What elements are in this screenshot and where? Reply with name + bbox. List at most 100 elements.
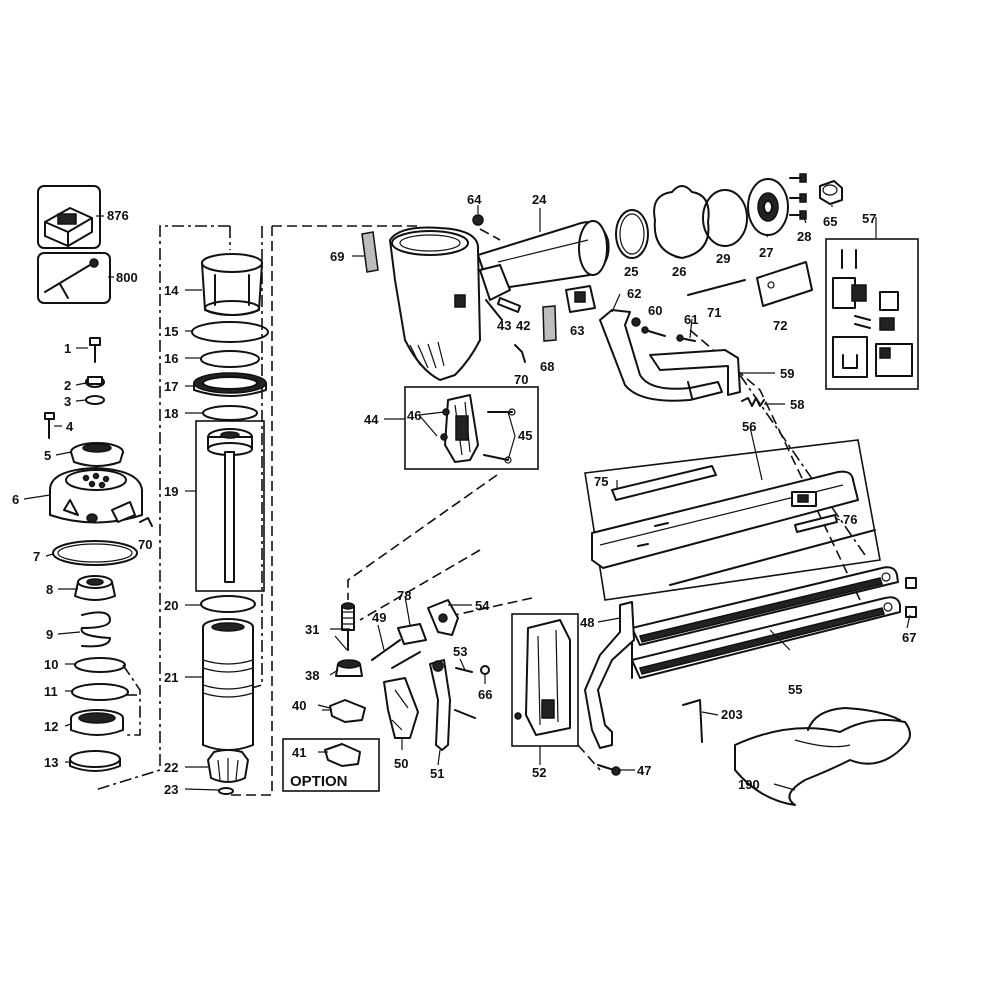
- part-18-oring: [202, 405, 258, 421]
- label-49: 49: [372, 610, 386, 625]
- label-31: 31: [305, 622, 319, 637]
- part-17-seal: [193, 372, 267, 397]
- label-24: 24: [532, 192, 547, 207]
- part-10-oring: [74, 657, 126, 673]
- part-44-trigger-valve: [440, 394, 516, 464]
- label-75: 75: [594, 474, 608, 489]
- label-51: 51: [430, 766, 444, 781]
- label-54: 54: [475, 598, 490, 613]
- label-53: 53: [453, 644, 467, 659]
- label-48: 48: [580, 615, 594, 630]
- label-10: 10: [44, 657, 58, 672]
- label-20: 20: [164, 598, 178, 613]
- part-51-contact-arm: [429, 659, 476, 751]
- label-1: 1: [64, 341, 71, 356]
- part-58-spring: [741, 397, 765, 407]
- label-6: 6: [12, 492, 19, 507]
- part-8-nut: [74, 575, 116, 601]
- label-60: 60: [648, 303, 662, 318]
- part-27-cap: [747, 178, 789, 236]
- part-59-linkage: [599, 309, 741, 402]
- part-76-strip: [794, 514, 838, 533]
- part-4-bolt: [44, 412, 55, 439]
- part-9-spring: [80, 611, 111, 648]
- part-190-glasses: [734, 707, 911, 806]
- part-70a-pin: [139, 517, 153, 527]
- part-56-magazine: [591, 470, 859, 569]
- label-72: 72: [773, 318, 787, 333]
- label-46: 46: [407, 408, 421, 423]
- label-12: 12: [44, 719, 58, 734]
- part-66-nut: [480, 665, 490, 675]
- part-12-seal: [70, 709, 124, 736]
- label-58: 58: [790, 397, 804, 412]
- label-8: 8: [46, 582, 53, 597]
- part-25-gasket: [615, 209, 649, 259]
- label-70b: 70: [514, 372, 528, 387]
- label-26: 26: [672, 264, 686, 279]
- label-22: 22: [164, 760, 178, 775]
- label-27: 27: [759, 245, 773, 260]
- label-76: 76: [843, 512, 857, 527]
- label-66: 66: [478, 687, 492, 702]
- label-56: 56: [742, 419, 756, 434]
- part-71-rod: [687, 279, 746, 296]
- part-62-60-61-fasteners: [631, 317, 696, 342]
- option-label: OPTION: [290, 773, 348, 790]
- box-57: [825, 238, 919, 390]
- label-29: 29: [716, 251, 730, 266]
- label-61: 61: [684, 312, 698, 327]
- label-64: 64: [467, 192, 482, 207]
- part-57-trigger-kit: [832, 249, 913, 378]
- part-53-pin: [455, 667, 473, 673]
- label-59: 59: [780, 366, 794, 381]
- part-22-bumper: [207, 749, 249, 783]
- label-25: 25: [624, 264, 638, 279]
- part-28-screws: [789, 173, 807, 220]
- label-41: 41: [292, 745, 306, 760]
- label-55: 55: [788, 682, 802, 697]
- part-63-bracket: [565, 285, 596, 313]
- part-64-screw: [472, 214, 484, 226]
- label-50: 50: [394, 756, 408, 771]
- part-65-fitting: [819, 180, 843, 205]
- part-15-oring: [191, 321, 269, 343]
- part-14-cage: [201, 253, 263, 316]
- part-56-rod: [669, 529, 876, 586]
- part-20-oring: [200, 595, 256, 613]
- part-7-gasket: [52, 540, 138, 566]
- part-43-42-pins: [485, 297, 521, 321]
- label-23: 23: [164, 782, 178, 797]
- label-15: 15: [164, 324, 178, 339]
- part-203-wrench: [682, 699, 703, 743]
- label-44: 44: [364, 412, 379, 427]
- box-option: [282, 738, 380, 792]
- label-21: 21: [164, 670, 178, 685]
- box-52: [511, 613, 579, 747]
- part-6-exhaust-cap: [49, 467, 143, 524]
- part-5-cap: [70, 442, 124, 467]
- label-63: 63: [570, 323, 584, 338]
- label-40: 40: [292, 698, 306, 713]
- part-40-clip: [322, 699, 366, 723]
- label-43: 43: [497, 318, 511, 333]
- label-67: 67: [902, 630, 916, 645]
- label-19: 19: [164, 484, 178, 499]
- part-19-driver: [207, 428, 253, 583]
- part-24-housing: [389, 220, 610, 381]
- part-23-washer: [218, 787, 234, 795]
- label-78: 78: [397, 588, 411, 603]
- part-72-label: [756, 261, 813, 307]
- label-17: 17: [164, 379, 178, 394]
- label-28: 28: [797, 229, 811, 244]
- label-18: 18: [164, 406, 178, 421]
- label-203: 203: [721, 707, 743, 722]
- label-2: 2: [64, 378, 71, 393]
- tool-800-icon: [37, 252, 111, 304]
- part-1-screw: [89, 337, 101, 363]
- label-71: 71: [707, 305, 721, 320]
- part-16-oring: [200, 350, 260, 368]
- part-26-gasket: [653, 185, 710, 259]
- part-31-valve: [341, 602, 355, 651]
